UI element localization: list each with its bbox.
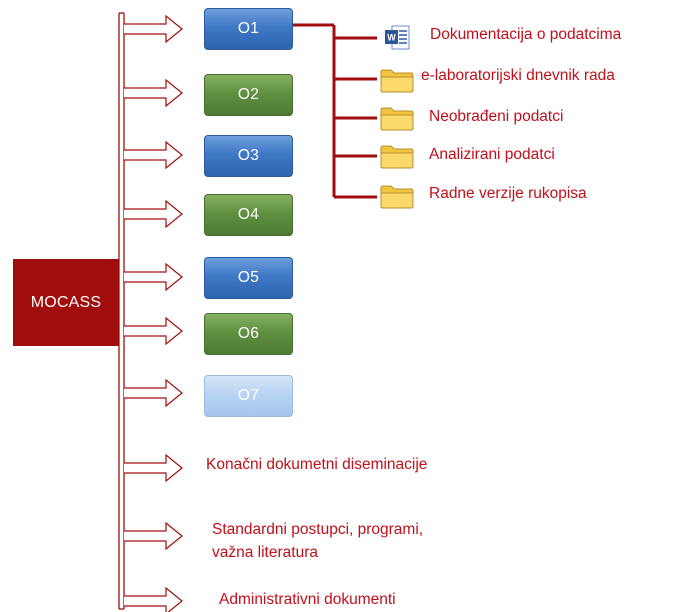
file-label-dokumentacija: Dokumentacija o podatcima	[430, 26, 622, 43]
arrow-o1-icon	[124, 14, 183, 44]
output-box-o4: O4	[204, 194, 293, 236]
folder-icon	[380, 185, 414, 209]
doc-label-administrativni: Administrativni dokumenti	[219, 591, 396, 608]
file-label-radne-verzije: Radne verzije rukopisa	[429, 185, 587, 202]
arrow-standardni-icon	[124, 521, 183, 551]
folder-icon	[380, 107, 414, 131]
arrow-o5-icon	[124, 262, 183, 292]
arrow-o6-icon	[124, 316, 183, 346]
output-box-o1: O1	[204, 8, 293, 50]
output-label: O2	[237, 86, 260, 103]
arrow-o2-icon	[124, 78, 183, 108]
arrow-o7-icon	[124, 378, 183, 408]
file-label-analizirani: Analizirani podatci	[429, 146, 555, 163]
word-document-icon: W	[385, 25, 410, 50]
arrow-konacni-icon	[124, 453, 183, 483]
folder-icon	[380, 69, 414, 93]
output-label: O7	[237, 387, 260, 404]
arrow-o4-icon	[124, 199, 183, 229]
doc-label-standardni-line-2: važna literatura	[212, 544, 318, 561]
spine	[118, 12, 125, 610]
output-label: O1	[237, 20, 260, 37]
output-box-o3: O3	[204, 135, 293, 177]
root-node-mocass: MOCASS	[13, 259, 119, 346]
output-box-o2: O2	[204, 74, 293, 116]
output-box-o5: O5	[204, 257, 293, 299]
svg-text:W: W	[387, 33, 396, 43]
doc-label-standardni-line-1: Standardni postupci, programi,	[212, 521, 424, 538]
output-box-o6: O6	[204, 313, 293, 355]
branch-arrows	[124, 14, 183, 612]
file-label-e-laboratorijski: e-laboratorijski dnevnik rada	[421, 67, 615, 84]
doc-label-standardni: Standardni postupci, programi, važna lit…	[212, 518, 423, 564]
file-label-neobradeni: Neobrađeni podatci	[429, 108, 564, 125]
output-label: O4	[237, 206, 260, 223]
o1-tree-connectors	[293, 23, 377, 199]
folder-icon	[380, 145, 414, 169]
output-label: O5	[237, 269, 260, 286]
arrow-administrativni-icon	[124, 586, 183, 612]
output-label: O3	[237, 147, 260, 164]
arrow-o3-icon	[124, 140, 183, 170]
output-label: O6	[237, 325, 260, 342]
doc-label-konacni: Konačni dokumetni diseminacije	[206, 456, 428, 473]
root-node-label: MOCASS	[30, 293, 102, 311]
output-box-o7: O7	[204, 375, 293, 417]
